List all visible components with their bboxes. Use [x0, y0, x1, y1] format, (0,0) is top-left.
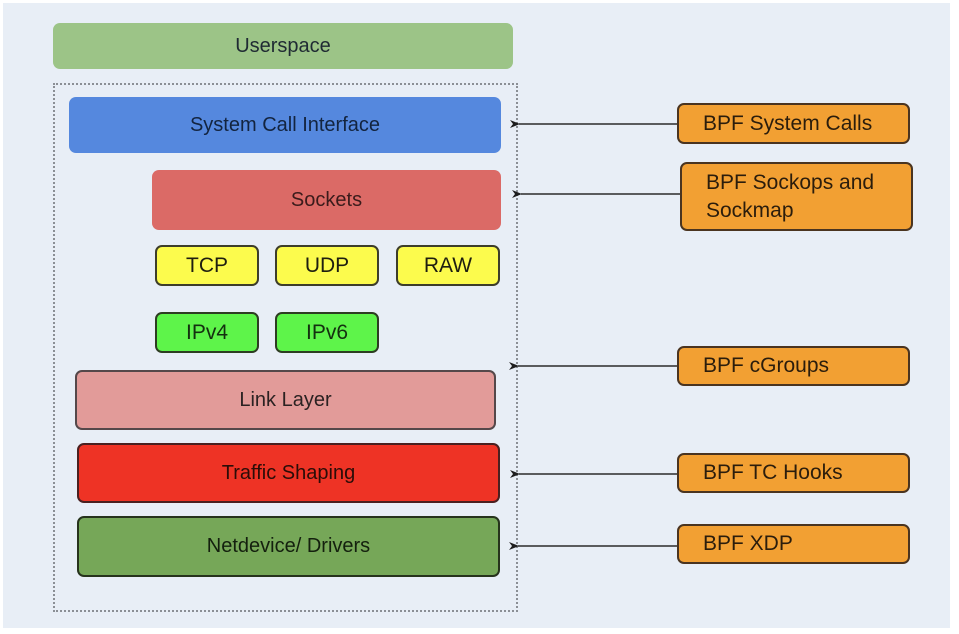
- ipv4-label: IPv4: [185, 320, 229, 344]
- bpf-sockops-label: BPF Sockops and Sockmap: [706, 171, 875, 222]
- udp-box: UDP: [275, 245, 379, 286]
- userspace-box: Userspace: [53, 23, 513, 69]
- bpf-system-calls-label: BPF System Calls: [703, 111, 873, 135]
- ipv6-label: IPv6: [305, 320, 349, 344]
- bpf-xdp-box: BPF XDP: [677, 524, 910, 564]
- tcp-label: TCP: [186, 253, 228, 277]
- ipv4-box: IPv4: [155, 312, 259, 353]
- ipv6-box: IPv6: [275, 312, 379, 353]
- link-layer-box: Link Layer: [75, 370, 496, 430]
- link-layer-label: Link Layer: [239, 388, 332, 411]
- traffic-shaping-label: Traffic Shaping: [221, 461, 356, 484]
- system-call-interface-box: System Call Interface: [69, 97, 501, 153]
- bpf-cgroups-label: BPF cGroups: [703, 354, 830, 378]
- sockets-box: Sockets: [152, 170, 501, 230]
- bpf-tc-hooks-box: BPF TC Hooks: [677, 453, 910, 493]
- bpf-tc-hooks-label: BPF TC Hooks: [703, 461, 843, 485]
- bpf-cgroups-box: BPF cGroups: [677, 346, 910, 386]
- tcp-box: TCP: [155, 245, 259, 286]
- sockets-label: Sockets: [290, 188, 363, 211]
- system-call-interface-label: System Call Interface: [189, 113, 381, 136]
- netdevice-drivers-label: Netdevice/ Drivers: [206, 535, 371, 557]
- raw-box: RAW: [396, 245, 500, 286]
- bpf-sockops-box: BPF Sockops and Sockmap: [680, 162, 913, 231]
- kernel-boundary: [53, 83, 518, 612]
- traffic-shaping-box: Traffic Shaping: [77, 443, 500, 503]
- bpf-system-calls-box: BPF System Calls: [677, 103, 910, 144]
- netdevice-drivers-box: Netdevice/ Drivers: [77, 516, 500, 577]
- userspace-label: Userspace: [235, 34, 331, 57]
- udp-label: UDP: [304, 253, 350, 277]
- raw-label: RAW: [423, 253, 473, 277]
- bpf-xdp-label: BPF XDP: [703, 532, 793, 556]
